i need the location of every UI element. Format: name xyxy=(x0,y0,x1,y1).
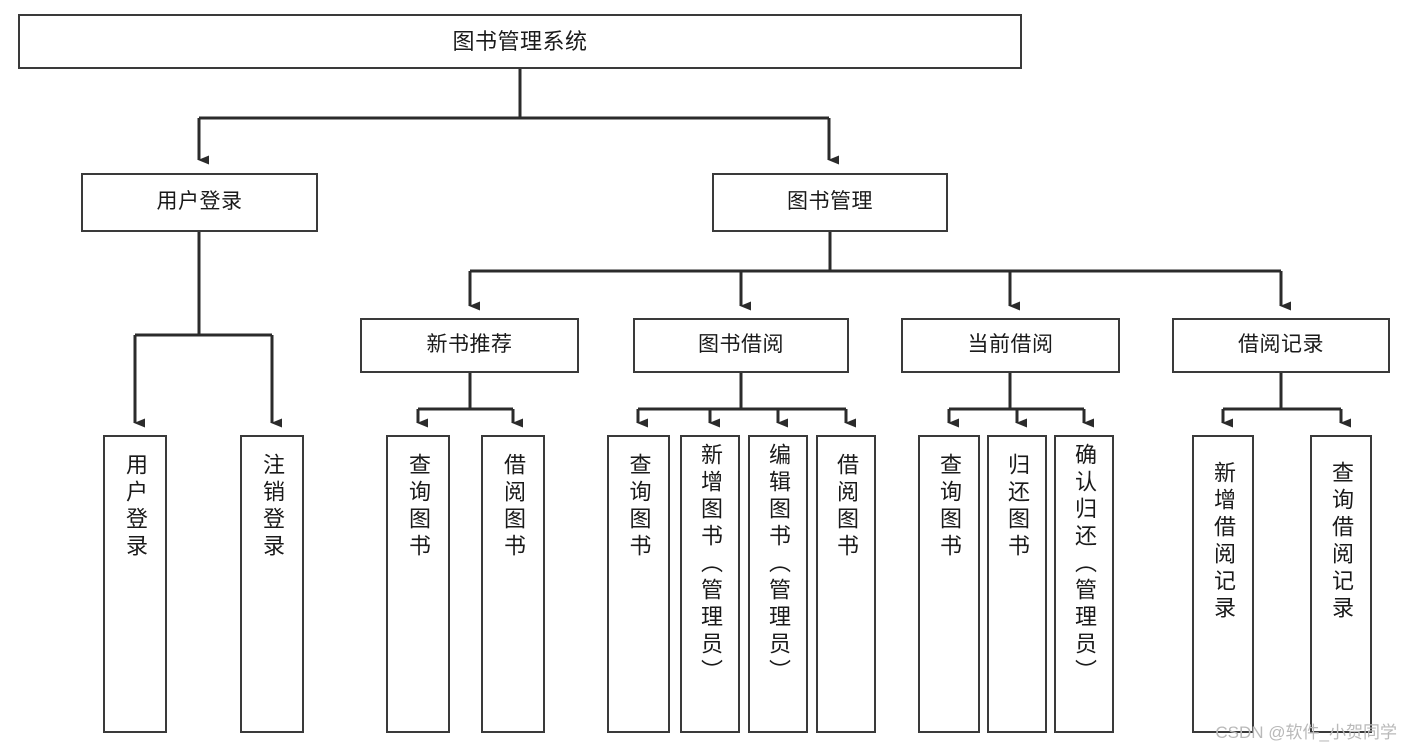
node-leaf-query-book-2-label: 查询图书 xyxy=(626,453,652,561)
node-leaf-query-book-2[interactable]: 查询图书 xyxy=(607,435,670,733)
node-borrow-record[interactable]: 借阅记录 xyxy=(1172,318,1390,373)
node-user-login-label: 用户登录 xyxy=(156,190,243,214)
node-leaf-add-borrow-record-label: 新增借阅记录 xyxy=(1211,461,1236,623)
node-leaf-query-book-1[interactable]: 查询图书 xyxy=(386,435,450,733)
node-book-borrow[interactable]: 图书借阅 xyxy=(633,318,849,373)
node-current-borrow[interactable]: 当前借阅 xyxy=(901,318,1120,373)
node-leaf-user-login[interactable]: 用户登录 xyxy=(103,435,167,733)
node-leaf-query-borrow-record[interactable]: 查询借阅记录 xyxy=(1310,435,1372,733)
node-leaf-borrow-book-2[interactable]: 借阅图书 xyxy=(816,435,876,733)
node-new-book-recommend-label: 新书推荐 xyxy=(426,333,513,357)
node-borrow-record-label: 借阅记录 xyxy=(1238,333,1324,357)
node-new-book-recommend[interactable]: 新书推荐 xyxy=(360,318,579,373)
node-leaf-query-book-3-label: 查询图书 xyxy=(937,453,962,561)
node-book-borrow-label: 图书借阅 xyxy=(698,333,784,357)
node-leaf-query-borrow-record-label: 查询借阅记录 xyxy=(1329,461,1354,623)
node-leaf-query-book-3[interactable]: 查询图书 xyxy=(918,435,980,733)
node-book-management-label: 图书管理 xyxy=(787,190,873,214)
node-leaf-query-book-1-label: 查询图书 xyxy=(406,453,431,561)
node-book-management[interactable]: 图书管理 xyxy=(712,173,948,232)
node-root[interactable]: 图书管理系统 xyxy=(18,14,1022,69)
node-leaf-add-borrow-record[interactable]: 新增借阅记录 xyxy=(1192,435,1254,733)
node-leaf-add-book-admin[interactable]: 新增图书（管理员） xyxy=(680,435,740,733)
node-leaf-return-book[interactable]: 归还图书 xyxy=(987,435,1047,733)
node-leaf-borrow-book-2-label: 借阅图书 xyxy=(834,453,859,561)
node-leaf-user-login-label: 用户登录 xyxy=(123,453,148,561)
node-leaf-confirm-return-admin[interactable]: 确认归还（管理员） xyxy=(1054,435,1114,733)
node-root-label: 图书管理系统 xyxy=(452,28,588,54)
node-leaf-add-book-admin-label: 新增图书（管理员） xyxy=(698,443,723,686)
node-current-borrow-label: 当前借阅 xyxy=(967,333,1054,357)
node-leaf-confirm-return-admin-label: 确认归还（管理员） xyxy=(1072,443,1097,686)
node-leaf-borrow-book-1-label: 借阅图书 xyxy=(501,453,526,561)
node-user-login[interactable]: 用户登录 xyxy=(81,173,318,232)
node-leaf-borrow-book-1[interactable]: 借阅图书 xyxy=(481,435,545,733)
node-leaf-edit-book-admin-label: 编辑图书（管理员） xyxy=(766,443,791,686)
node-leaf-edit-book-admin[interactable]: 编辑图书（管理员） xyxy=(748,435,808,733)
node-leaf-logout[interactable]: 注销登录 xyxy=(240,435,304,733)
node-leaf-return-book-label: 归还图书 xyxy=(1005,453,1030,561)
node-leaf-logout-label: 注销登录 xyxy=(260,453,285,561)
